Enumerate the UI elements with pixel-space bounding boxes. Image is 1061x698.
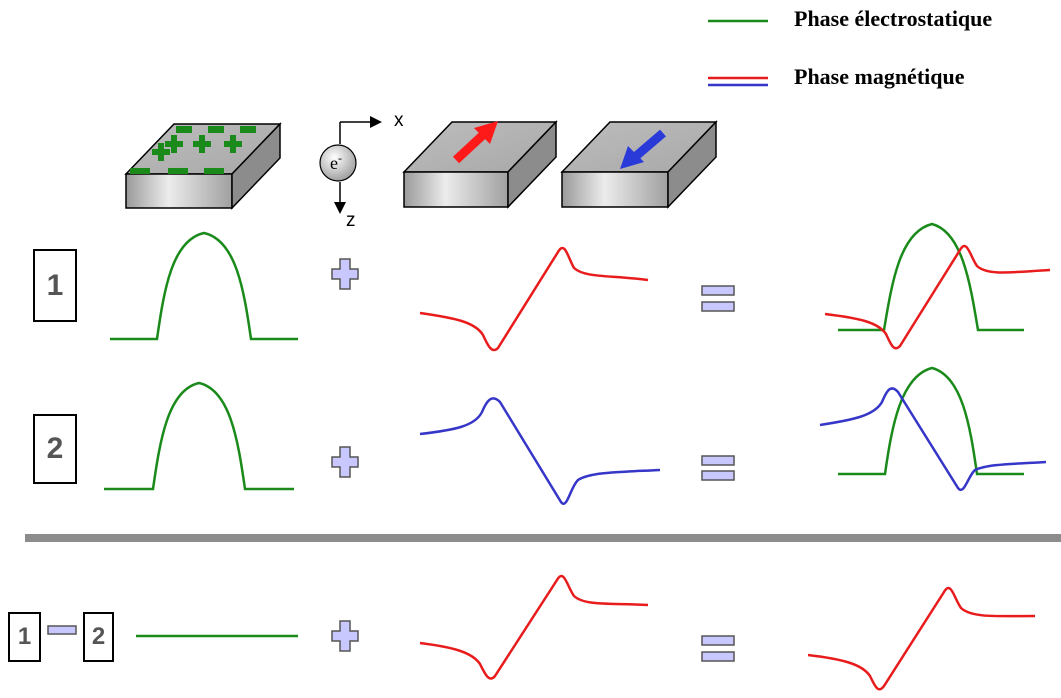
row1-label-box: 1: [33, 249, 77, 322]
row3-label-box-b: 2: [83, 612, 114, 662]
minus-operator: [47, 625, 77, 635]
magnetic-slab-down: [560, 120, 718, 209]
row3-label-box-a: 1: [8, 612, 41, 662]
separator-bar: [25, 534, 1061, 542]
row2-result-magnetic: [819, 387, 1047, 492]
plus-operator-row1: [331, 258, 359, 290]
coordinate-axes: [334, 116, 382, 214]
surface-charges: [130, 126, 256, 174]
electron-symbol: e: [330, 153, 338, 173]
row2-result-electrostatic: [838, 366, 1024, 476]
z-axis-label: z: [346, 210, 356, 231]
legend-magnetic-line: [708, 76, 768, 87]
row1-result-electrostatic: [838, 222, 1024, 332]
row2-electrostatic-curve: [104, 381, 294, 491]
row2-magnetic-curve: [419, 397, 661, 505]
electron-charge: -: [338, 151, 342, 165]
row2-label-box: 2: [33, 414, 77, 484]
electron-label: e-: [330, 151, 342, 174]
electron-circle: [319, 144, 357, 182]
plus-operator-row3: [331, 620, 359, 652]
magnetic-slab-up: [402, 120, 558, 209]
equals-operator-row3: [701, 635, 735, 662]
plus-operator-row2: [331, 446, 359, 478]
equals-operator-row1: [701, 285, 735, 312]
row1-electrostatic-curve: [110, 231, 298, 341]
equals-operator-row2: [701, 455, 735, 481]
legend-electrostatic-label: Phase électrostatique: [794, 6, 993, 31]
charged-sample-slab: [124, 122, 282, 210]
x-axis-label: x: [394, 110, 404, 131]
row3-magnetic-curve: [419, 574, 649, 680]
row1-result-magnetic: [824, 244, 1051, 350]
row1-magnetic-curve: [419, 246, 649, 352]
magnetization-arrow-up: [452, 121, 498, 164]
legend-magnetic-label: Phase magnétique: [794, 64, 965, 89]
row3-result-magnetic: [807, 586, 1036, 691]
magnetization-arrow-down: [620, 129, 666, 169]
